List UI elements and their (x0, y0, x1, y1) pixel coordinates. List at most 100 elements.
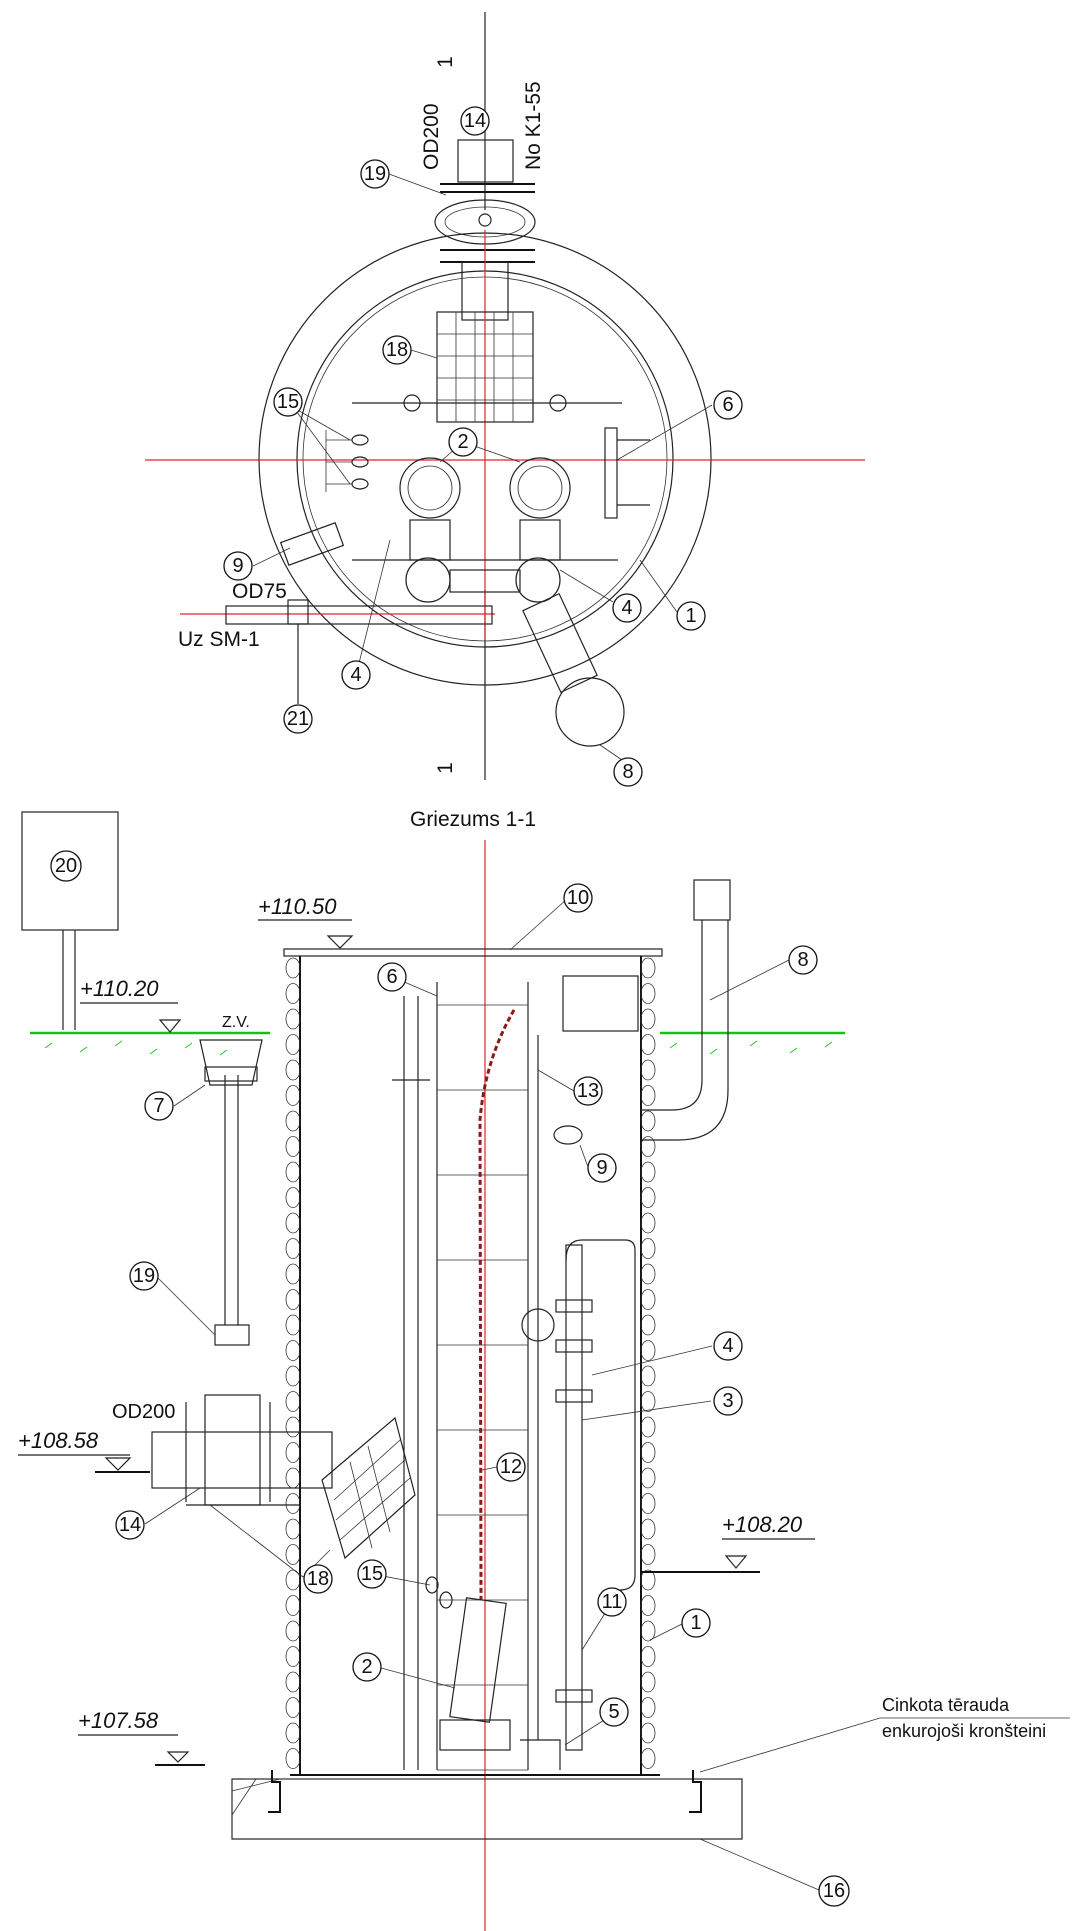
corrugation-ring (285, 1034, 301, 1055)
callout-9: 9 (587, 1153, 617, 1183)
check-valve-right (515, 557, 561, 603)
foundation-slab-16 (231, 1778, 743, 1840)
svg-text:6: 6 (722, 394, 733, 416)
ladder-plan (604, 427, 618, 519)
inlet-ref-label: Uz SM-1 (178, 628, 260, 651)
callout-16: 16 (818, 1875, 850, 1907)
corrugation-ring (640, 1442, 656, 1463)
corrugation-ring (285, 1671, 301, 1693)
callout-12: 12 (496, 1452, 526, 1482)
elev-110-50: +110.50 (258, 894, 354, 949)
slab-hatch (231, 1778, 736, 1839)
float-1 (425, 1576, 439, 1594)
corrugation-ring (285, 1646, 301, 1667)
callout-8: 8 (788, 945, 818, 975)
corrugation-ring (285, 1493, 301, 1514)
callout-11: 11 (597, 1587, 627, 1617)
elevation-markers: +110.50 +110.20 Z.V. +108.58 +108.20 (18, 894, 815, 1766)
svg-text:21: 21 (287, 708, 309, 730)
svg-text:2: 2 (457, 431, 468, 453)
valve-stem (478, 213, 492, 227)
callout-6: 6 (713, 390, 743, 420)
svg-text:19: 19 (364, 163, 386, 185)
corrugation-ring (285, 1442, 301, 1463)
corrugation-ring (640, 1722, 656, 1744)
pump-right-base (519, 519, 561, 561)
pipe-bend-3 (565, 1239, 636, 1591)
section-leaders (144, 898, 820, 1891)
anchor-bracket-right (689, 1770, 702, 1813)
elev-108-20: +108.20 (640, 1512, 815, 1573)
callout-13: 13 (573, 1076, 603, 1106)
inlet-size-label: OD75 (232, 580, 287, 603)
callout-15: 15 (273, 387, 303, 417)
corrugation-ring (285, 1620, 301, 1642)
svg-text:4: 4 (350, 664, 361, 686)
valve-box-7 (199, 1039, 263, 1086)
corrugation-ring (285, 1416, 301, 1438)
svg-text:6: 6 (386, 966, 397, 988)
debris-basket (436, 311, 534, 423)
ground-label: Z.V. (222, 1014, 250, 1031)
pipe-size-label: OD200 (112, 1401, 175, 1423)
corrugation-ring (285, 1595, 301, 1616)
corrugation-ring (640, 1467, 656, 1489)
plan-view: 1 1 OD200 No K1-55 (145, 12, 865, 787)
corrugation-ring (285, 1748, 301, 1769)
corrugation-ring (640, 1314, 656, 1336)
callout-20: 20 (50, 850, 82, 882)
elev-110-20: +110.20 Z.V. (80, 976, 250, 1033)
section-mark-bottom: 1 (434, 762, 457, 774)
flange-upper (555, 1299, 593, 1313)
callout-4: 4 (713, 1331, 743, 1361)
corrugation-right (640, 957, 656, 1769)
pump-left-inner (407, 465, 453, 511)
callout-9: 9 (223, 551, 253, 581)
corrugation-ring (640, 1289, 656, 1310)
callout-21: 21 (283, 704, 313, 734)
corrugation-ring (640, 1671, 656, 1693)
svg-text:19: 19 (133, 1265, 155, 1287)
callout-10: 10 (563, 883, 593, 913)
corrugation-ring (640, 1569, 656, 1591)
corrugation-ring (285, 1340, 301, 1361)
corrugation-ring (640, 1263, 656, 1285)
svg-text:1: 1 (690, 1612, 701, 1634)
callout-19: 19 (360, 159, 390, 189)
discharge-riser-11 (565, 1244, 583, 1751)
float-switches (325, 430, 369, 492)
corrugation-ring (640, 1544, 656, 1565)
pump-volute (439, 1719, 511, 1751)
corrugation-ring (285, 1161, 301, 1183)
svg-text:2: 2 (361, 1656, 372, 1678)
callout-7: 7 (144, 1091, 174, 1121)
callout-1: 1 (681, 1608, 711, 1638)
outlet-od-label: OD200 (420, 103, 443, 170)
corrugation-ring (285, 1722, 301, 1744)
callout-5: 5 (599, 1697, 629, 1727)
corrugation-ring (640, 1340, 656, 1361)
section-mark-top: 1 (434, 56, 457, 68)
pump-left (399, 457, 461, 519)
svg-text:16: 16 (823, 1880, 845, 1902)
svg-text:11: 11 (602, 1591, 623, 1613)
callout-14: 14 (115, 1510, 145, 1540)
corrugation-ring (285, 1263, 301, 1285)
corrugation-ring (640, 1416, 656, 1438)
corrugation-ring (285, 1136, 301, 1157)
corrugation-ring (640, 1391, 656, 1412)
elev-108-58: +108.58 (18, 1428, 150, 1473)
note-leader (699, 1717, 881, 1773)
inlet-valve-21 (287, 599, 309, 625)
section-callouts: 20 10 8 6 13 7 9 19 4 3 14 12 18 15 11 1… (50, 850, 850, 1907)
corrugation-ring (640, 1646, 656, 1667)
callout-4-left: 4 (341, 660, 371, 690)
vent-pipe-9 (553, 1125, 583, 1145)
corrugation-ring (285, 1085, 301, 1106)
callout-19: 19 (129, 1261, 159, 1291)
corrugation-ring (285, 1391, 301, 1412)
duckfoot-bend-5 (520, 1739, 561, 1770)
submersible-pump-2 (449, 1597, 507, 1723)
rail-roller-right (549, 394, 567, 412)
callout-18: 18 (382, 335, 412, 365)
